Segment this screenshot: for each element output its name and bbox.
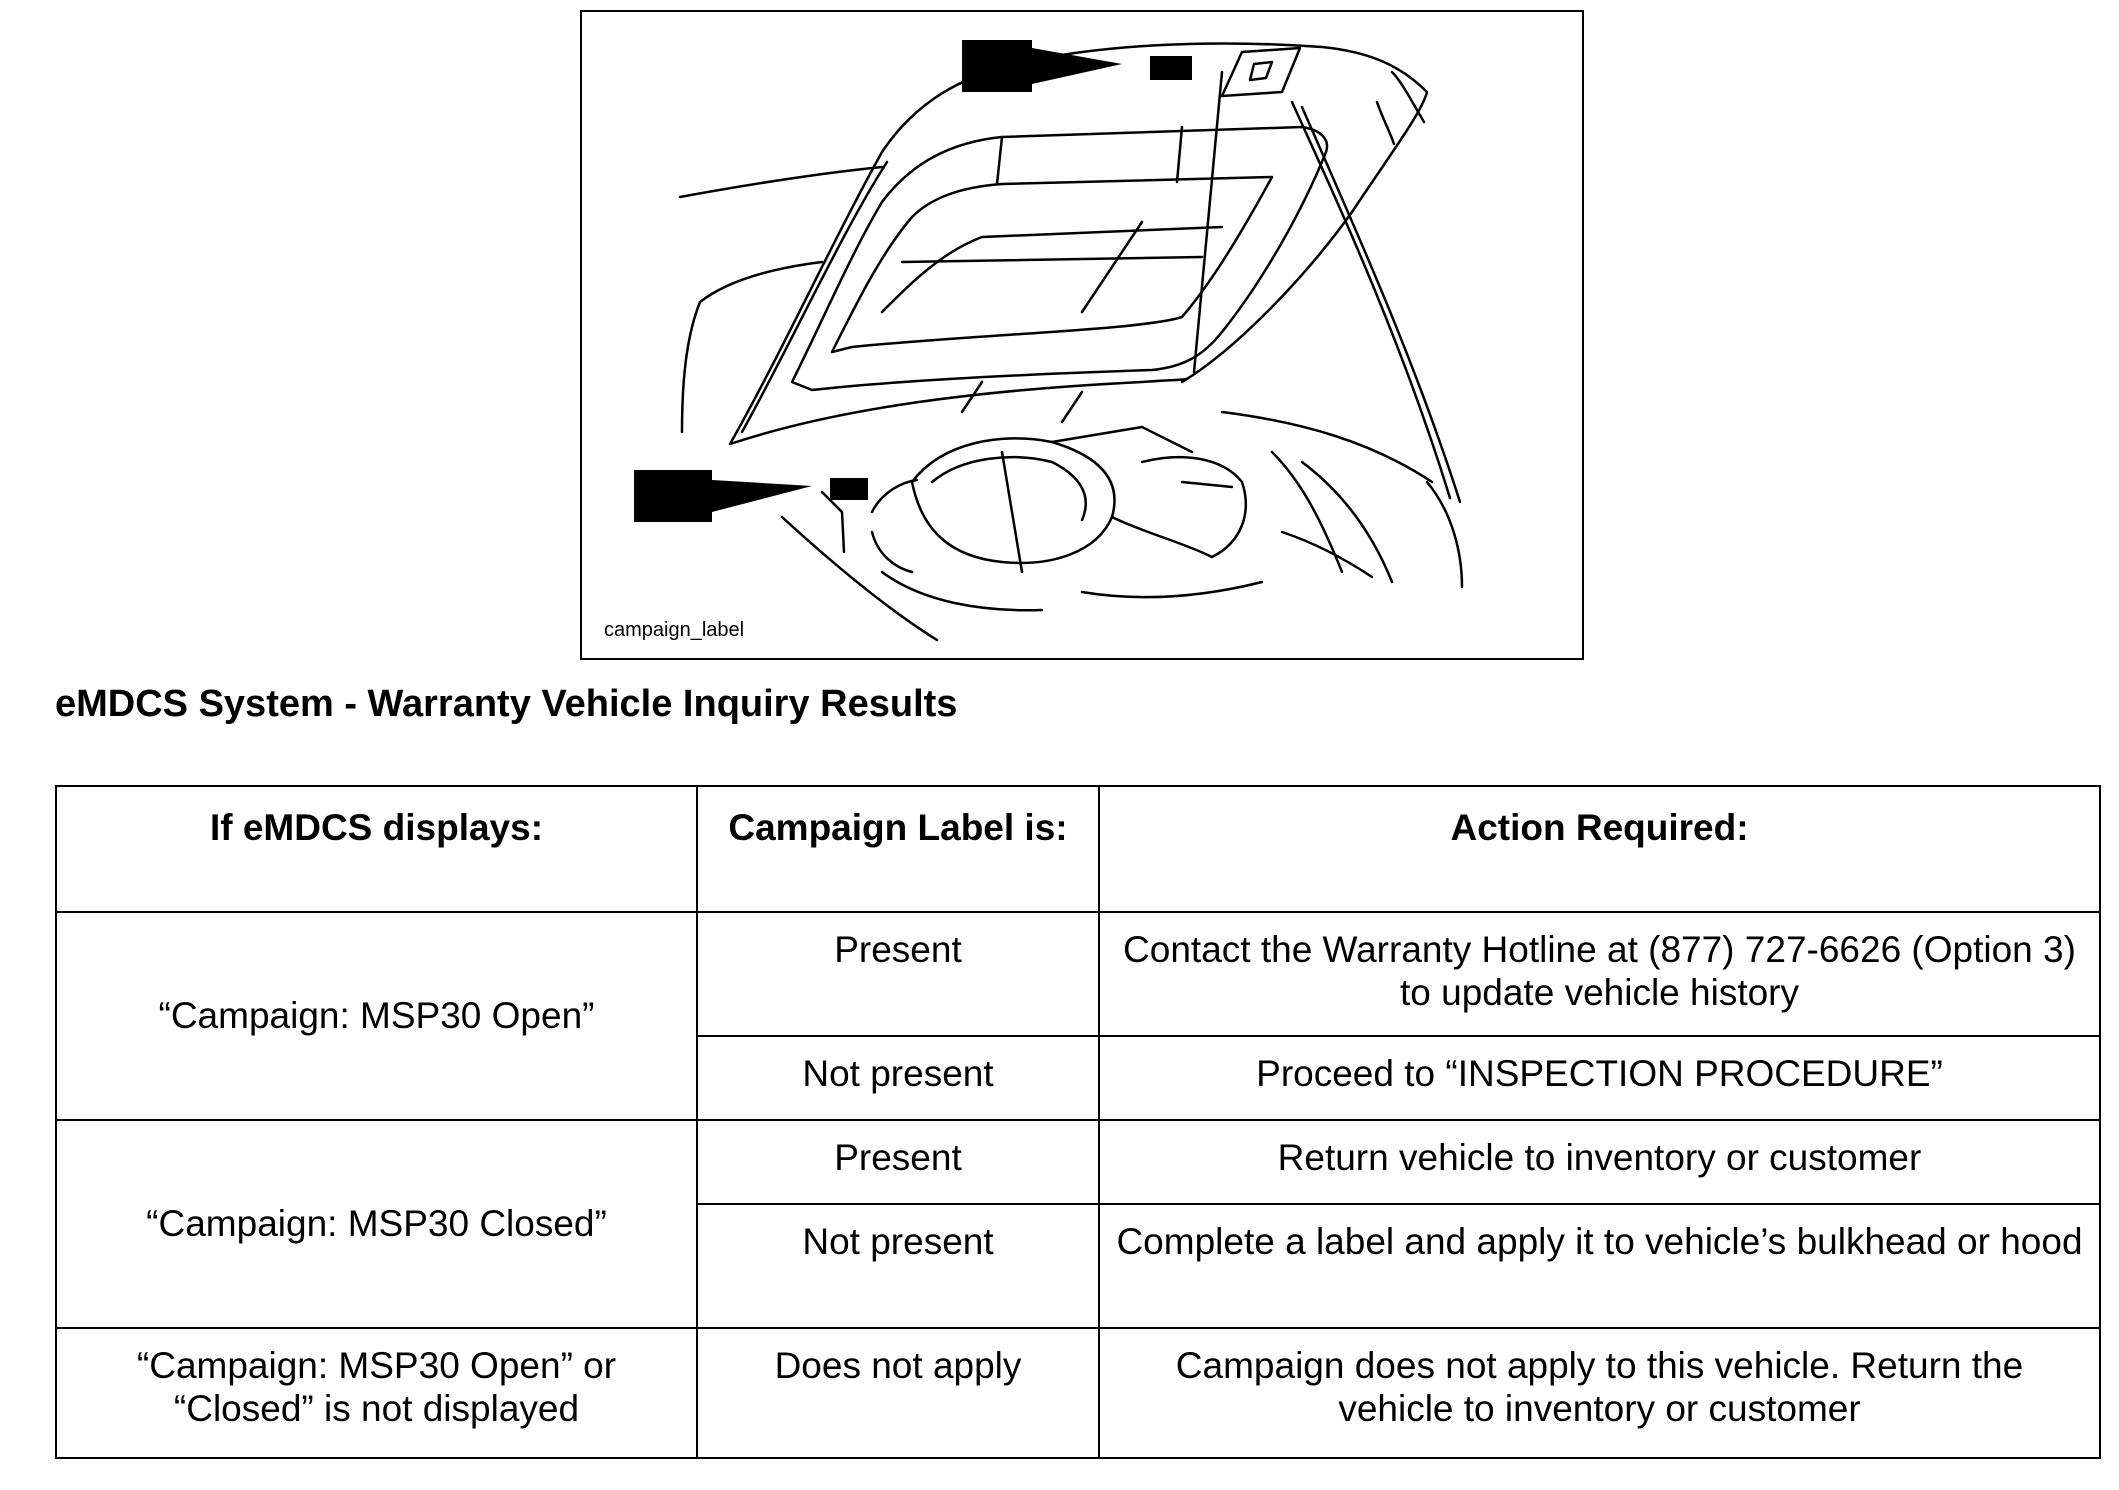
label-status-cell: Present (696, 911, 1100, 1037)
header-emdcs-displays: If eMDCS displays: (55, 785, 698, 913)
table-header-row: If eMDCS displays: Campaign Label is: Ac… (55, 785, 2101, 913)
header-campaign-label: Campaign Label is: (696, 785, 1100, 913)
table-row: Not present Complete a label and apply i… (56, 1203, 2101, 1329)
action-cell: Return vehicle to inventory or customer (1098, 1119, 2101, 1205)
action-cell: Proceed to “INSPECTION PROCEDURE” (1098, 1035, 2101, 1121)
inquiry-results-table: If eMDCS displays: Campaign Label is: Ac… (55, 785, 2101, 1459)
table-row: Not present Proceed to “INSPECTION PROCE… (56, 1035, 2101, 1121)
table-row: “Campaign: MSP30 Closed” Present Return … (55, 1119, 2101, 1329)
table-row: “Campaign: MSP30 Open” Present Contact t… (55, 911, 2101, 1121)
hood-line-drawing (634, 40, 1464, 642)
section-title: eMDCS System - Warranty Vehicle Inquiry … (55, 683, 958, 725)
label-status-cell: Not present (696, 1035, 1100, 1121)
figure-caption: campaign_label (604, 619, 745, 641)
condition-cell: “Campaign: MSP30 Open” or “Closed” is no… (55, 1327, 698, 1459)
vehicle-hood-illustration: campaign_label (580, 10, 1584, 660)
label-status-cell: Not present (696, 1203, 1100, 1329)
label-status-cell: Present (696, 1119, 1100, 1205)
condition-cell: “Campaign: MSP30 Open” (55, 911, 698, 1121)
table-row: “Campaign: MSP30 Open” or “Closed” is no… (55, 1327, 2101, 1459)
header-action-required: Action Required: (1098, 785, 2101, 913)
condition-cell: “Campaign: MSP30 Closed” (55, 1119, 698, 1329)
label-status-cell: Does not apply (696, 1327, 1100, 1459)
action-cell: Campaign does not apply to this vehicle.… (1098, 1327, 2101, 1459)
action-cell: Complete a label and apply it to vehicle… (1098, 1203, 2101, 1329)
action-cell: Contact the Warranty Hotline at (877) 72… (1098, 911, 2101, 1037)
